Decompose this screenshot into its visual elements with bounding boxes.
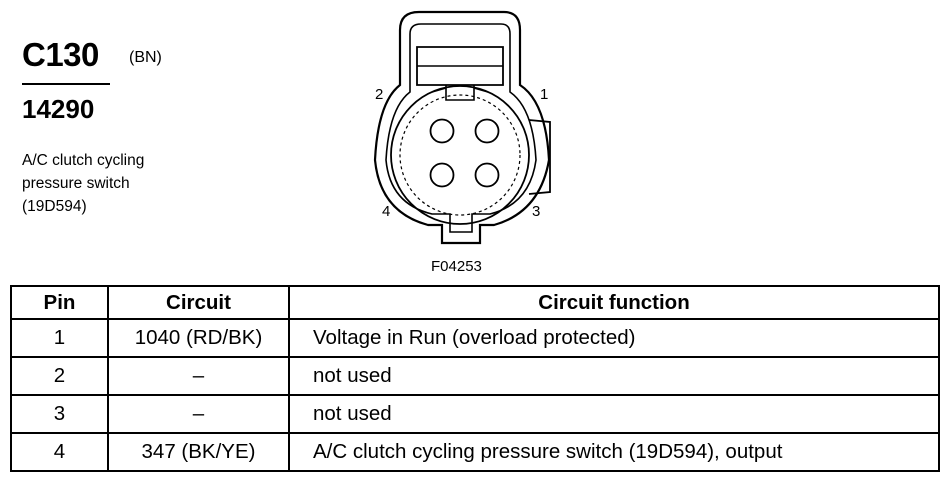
cell-circuit: – bbox=[107, 394, 290, 434]
pin-number-label: 1 bbox=[540, 86, 549, 103]
cell-circuit: – bbox=[107, 356, 290, 396]
cell-function: Voltage in Run (overload protected) bbox=[288, 318, 940, 358]
table-header-row: Pin Circuit Circuit function bbox=[10, 285, 940, 320]
connector-inner-outline bbox=[385, 23, 537, 233]
connector-shroud-outline bbox=[373, 10, 551, 245]
column-header-function: Circuit function bbox=[288, 285, 940, 320]
connector-side-key bbox=[528, 119, 551, 195]
table-row: 3 – not used bbox=[10, 394, 940, 434]
connector-description: A/C clutch cycling pressure switch (19D5… bbox=[22, 149, 144, 218]
cell-pin: 1 bbox=[10, 318, 109, 358]
table-row: 4 347 (BK/YE) A/C clutch cycling pressur… bbox=[10, 432, 940, 472]
cell-pin: 4 bbox=[10, 432, 109, 472]
connector-face-diagram bbox=[373, 10, 551, 245]
part-number: 14290 bbox=[22, 94, 95, 124]
figure-id: F04253 bbox=[431, 258, 482, 275]
description-line: A/C clutch cycling bbox=[22, 152, 145, 169]
pin-cavity bbox=[429, 118, 455, 144]
cell-function: not used bbox=[288, 394, 940, 434]
cell-circuit: 1040 (RD/BK) bbox=[107, 318, 290, 358]
connector-body-ring bbox=[390, 85, 530, 225]
pin-number-label: 4 bbox=[382, 203, 391, 220]
cell-function: not used bbox=[288, 356, 940, 396]
pin-number-label: 3 bbox=[532, 203, 541, 220]
connector-body-ring-dashed bbox=[399, 94, 521, 216]
pin-cavity bbox=[429, 162, 455, 188]
pin-number-label: 2 bbox=[375, 86, 384, 103]
table-row: 1 1040 (RD/BK) Voltage in Run (overload … bbox=[10, 318, 940, 358]
pin-cavity bbox=[474, 162, 500, 188]
cell-circuit: 347 (BK/YE) bbox=[107, 432, 290, 472]
pin-cavity bbox=[474, 118, 500, 144]
column-header-circuit: Circuit bbox=[107, 285, 290, 320]
description-line: pressure switch bbox=[22, 175, 130, 192]
connector-id: C130 bbox=[22, 36, 99, 73]
cell-pin: 2 bbox=[10, 356, 109, 396]
description-line: (19D594) bbox=[22, 198, 87, 215]
column-header-pin: Pin bbox=[10, 285, 109, 320]
connector-color-code: (BN) bbox=[129, 49, 162, 66]
pinout-table: Pin Circuit Circuit function 1 1040 (RD/… bbox=[10, 285, 940, 472]
latch-catch bbox=[431, 85, 489, 101]
table-row: 2 – not used bbox=[10, 356, 940, 396]
cell-pin: 3 bbox=[10, 394, 109, 434]
cell-function: A/C clutch cycling pressure switch (19D5… bbox=[288, 432, 940, 472]
header-divider bbox=[22, 83, 110, 85]
